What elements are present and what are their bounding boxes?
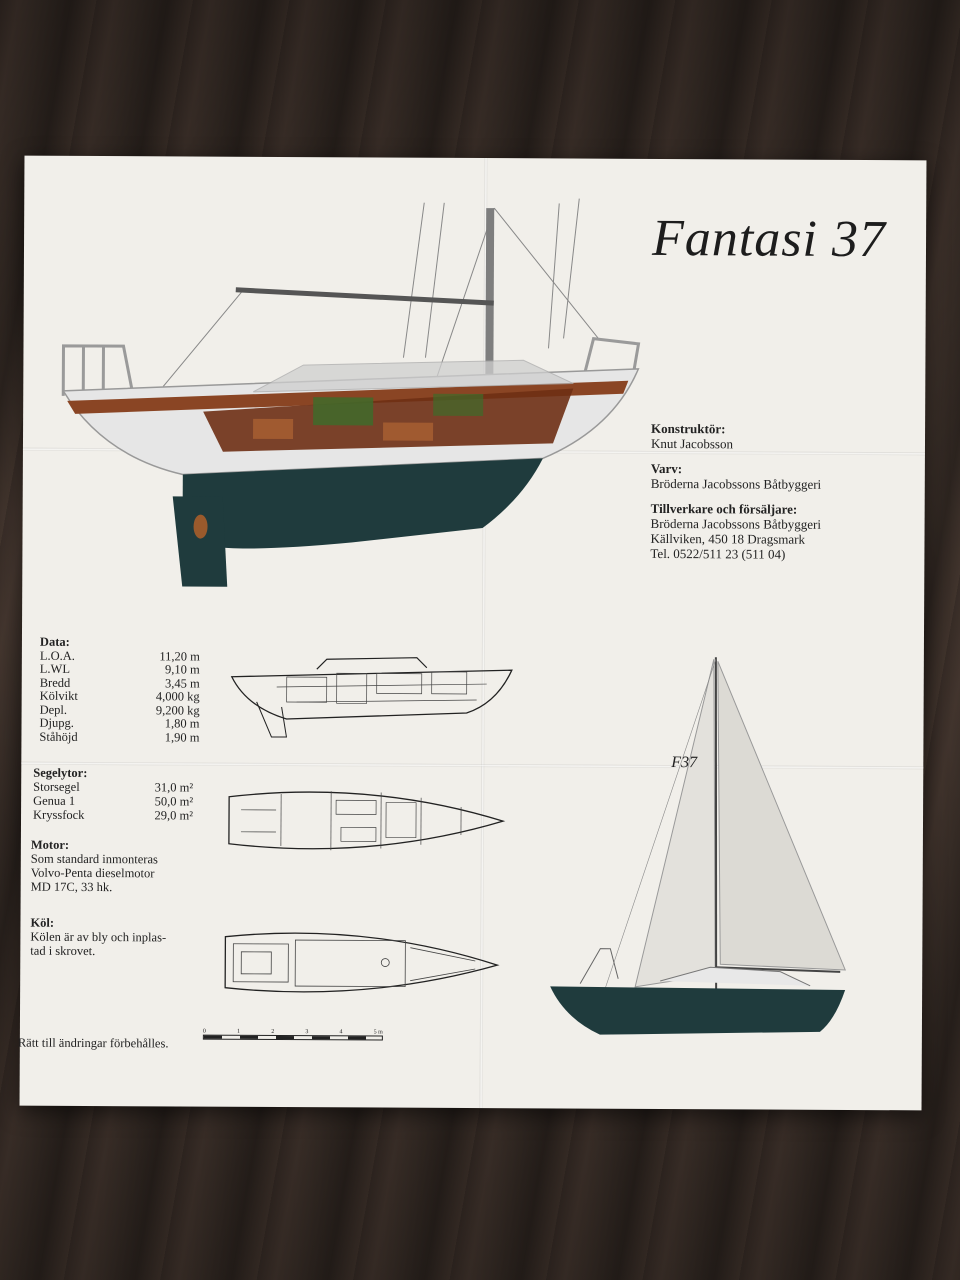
data-value: 9,10 m: [165, 662, 200, 677]
scale-label: 2: [271, 1028, 275, 1035]
designer-label: Konstruktör:: [651, 420, 726, 437]
sail-value: 31,0 m²: [154, 780, 194, 795]
sail-key: Storsegel: [33, 779, 80, 794]
genoa-sail: [634, 659, 716, 988]
deck-plan: [224, 932, 500, 993]
sails-heading: Segelytor:: [33, 765, 88, 780]
sail-key: Kryssfock: [33, 807, 85, 822]
rights-notice: Rätt till ändringar förbehålles.: [17, 1035, 169, 1051]
keel-line: tad i skrovet.: [30, 943, 96, 959]
data-row: Ståhöjd 1,90 m: [39, 729, 200, 745]
data-key: Djupg.: [39, 715, 74, 730]
keel-hull: [182, 458, 543, 549]
cutaway-illustration: [61, 198, 641, 587]
scale-label: 4: [339, 1029, 343, 1036]
sail-row: Kryssfock 29,0 m²: [33, 808, 193, 823]
sail-logo: F37: [670, 754, 698, 771]
sail-areas: Segelytor: Storsegel 31,0 m² Genua 1 50,0 …: [33, 766, 193, 823]
scale-label: 5 m: [373, 1029, 383, 1036]
sail-key: Genua 1: [33, 793, 76, 808]
data-value: 1,80 m: [164, 716, 200, 731]
sail-row: Genua 1 50,0 m²: [33, 794, 193, 809]
main-sail: [717, 661, 847, 971]
keel-heading: Köl:: [30, 915, 55, 930]
mast: [485, 208, 495, 409]
motor-line: Som standard inmonteras: [30, 851, 158, 867]
maker-name: Bröderna Jacobssons Båtbyggeri: [650, 515, 822, 532]
sail-value: 50,0 m²: [154, 794, 194, 809]
data-key: Kölvikt: [39, 688, 78, 703]
data-key: Ståhöjd: [39, 729, 78, 744]
scale-label: 1: [237, 1028, 241, 1035]
hull-profile: [550, 986, 846, 1035]
motor-heading: Motor:: [30, 837, 70, 852]
scale-label: 3: [305, 1029, 309, 1036]
data-key: L.WL: [39, 661, 71, 676]
scale-bar: 0 1 2 3 4 5 m: [202, 1028, 383, 1041]
builder-info: Konstruktör: Knut Jacobsson Varv: Bröder…: [650, 421, 911, 572]
maker-label: Tillverkare och försäljare:: [650, 500, 798, 517]
sail-value: 29,0 m²: [154, 808, 194, 823]
maker-phone: Tel. 0522/511 23 (511 04): [650, 545, 786, 562]
motor-line: MD 17C, 33 hk.: [30, 879, 113, 895]
poster-sheet: Fantasi 37: [17, 155, 927, 1111]
designer-value: Knut Jacobsson: [650, 435, 734, 452]
sail-row: Storsegel 31,0 m²: [33, 780, 193, 795]
sail-plan: F37: [550, 657, 847, 1035]
keel-info: Köl: Kölen är av bly och inplas- tad i s…: [30, 916, 166, 959]
maker-address: Källviken, 450 18 Dragsmark: [650, 530, 806, 547]
yard-value: Bröderna Jacobssons Båtbyggeri: [650, 475, 822, 492]
motor-info: Motor: Som standard inmonteras Volvo-Pen…: [31, 838, 158, 895]
motor-line: Volvo-Penta dieselmotor: [30, 865, 155, 881]
yard-label: Varv:: [650, 460, 683, 477]
poster-title: Fantasi 37: [651, 209, 887, 269]
keel-line: Kölen är av bly och inplas-: [30, 929, 167, 945]
data-value: 4,000 kg: [155, 689, 200, 704]
profile-plan: [230, 657, 513, 738]
data-value: 1,90 m: [164, 729, 200, 745]
scale-label: 0: [202, 1028, 206, 1035]
accommodation-plan: [228, 791, 506, 851]
